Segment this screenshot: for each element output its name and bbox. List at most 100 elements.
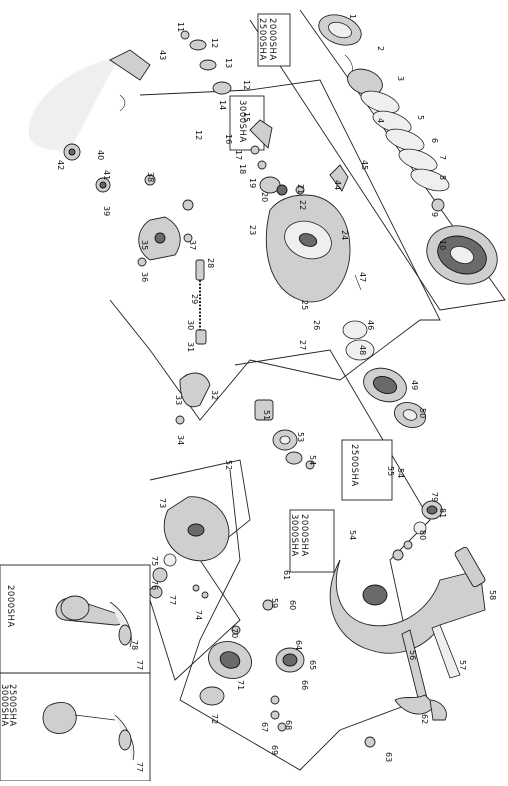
part-label-53: 53: [296, 432, 305, 442]
part-label-2: 2: [376, 46, 385, 51]
part-label-23: 23: [248, 225, 257, 235]
model-box-d-part: 54: [348, 530, 357, 540]
part-label-18: 18: [238, 164, 247, 174]
part-label-74: 74: [194, 610, 203, 620]
part-label-31: 31: [186, 342, 195, 352]
model-box-a-line2: 2500SHA: [257, 18, 267, 61]
model-box-c-part: 54: [396, 468, 405, 478]
model-box-c-line1: 2500SHA: [349, 444, 359, 487]
part-label-69: 69: [270, 745, 279, 755]
part-label-48: 48: [358, 345, 367, 355]
part-label-72: 72: [210, 714, 219, 724]
part-label-58: 58: [488, 590, 497, 600]
side-cover-parts: [149, 496, 230, 599]
top-small-parts: [180, 30, 232, 95]
model-box-d-line1: 2000SHA: [299, 514, 309, 557]
part-label-3: 3: [396, 76, 405, 81]
part-label-11: 11: [176, 22, 185, 32]
part-label-77: 77: [168, 595, 177, 605]
part-label-68: 68: [284, 720, 293, 730]
model-box-a-part: 12: [242, 80, 251, 90]
part-label-54: 54: [308, 455, 317, 465]
part-label-61: 61: [282, 570, 291, 580]
part-label-52: 52: [224, 460, 233, 470]
part-label-38: 38: [146, 172, 155, 182]
part-label-8: 8: [438, 175, 447, 180]
part-label-20: 20: [260, 192, 269, 202]
part-label-40: 40: [96, 150, 105, 160]
part-label-73: 73: [158, 498, 167, 508]
part-label-78: 78: [130, 640, 139, 650]
drag-parts: [342, 274, 427, 428]
part-label-33: 33: [174, 395, 183, 405]
part-label-25: 25: [300, 300, 309, 310]
part-label-46: 46: [366, 320, 375, 330]
part-label-55: 55: [386, 466, 395, 476]
model-box-c: [341, 439, 393, 501]
part-label-57: 57: [458, 660, 467, 670]
part-label-16: 16: [224, 134, 233, 144]
part-label-21: 21: [296, 184, 305, 194]
part-label-75: 75: [150, 556, 159, 566]
part-label-80: 80: [418, 530, 427, 540]
model-box-d-line2: 3000SHA: [289, 514, 299, 557]
part-label-63: 63: [384, 752, 393, 762]
part-label-62: 62: [420, 714, 429, 724]
model-box-b-line1: 3000SHA: [237, 100, 247, 143]
part-label-60: 60: [288, 600, 297, 610]
part-label-79: 79: [430, 492, 439, 502]
handle-panel-left-model: 2000SHA: [5, 585, 15, 628]
part-label-43: 43: [158, 50, 167, 60]
bail-assembly: [27, 49, 151, 193]
part-label-47: 47: [358, 272, 367, 282]
part-label-50: 50: [418, 408, 427, 418]
part-label-76: 76: [150, 580, 159, 590]
part-label-9: 9: [430, 212, 439, 217]
roller-parts: [175, 259, 211, 425]
part-label-28: 28: [206, 258, 215, 268]
bail-support-parts: [137, 174, 194, 267]
part-label-42: 42: [56, 160, 65, 170]
part-label-81: 81: [438, 508, 447, 518]
part-label-10: 10: [438, 240, 447, 250]
handle-panel-right-part: 77: [135, 762, 144, 772]
part-label-67: 67: [260, 722, 269, 732]
part-label-4: 4: [376, 118, 385, 123]
part-label-71: 71: [236, 680, 245, 690]
part-label-39: 39: [102, 206, 111, 216]
handle-panel-right-model-line2: 3000SHA: [0, 684, 9, 727]
part-label-49: 49: [410, 380, 419, 390]
part-label-30: 30: [186, 320, 195, 330]
model-box-d: [289, 509, 335, 573]
assembly-frame-body: [179, 349, 431, 771]
gear-parts: [199, 599, 305, 732]
model-box-a-line1: 2000SHA: [267, 18, 277, 61]
part-label-32: 32: [210, 390, 219, 400]
part-label-34: 34: [176, 435, 185, 445]
part-label-19: 19: [248, 178, 257, 188]
anti-reverse-parts: [392, 500, 443, 561]
part-label-41: 41: [102, 170, 111, 180]
model-box-b-part: 12: [194, 130, 203, 140]
part-label-27: 27: [298, 340, 307, 350]
spool-assembly: [318, 14, 498, 285]
part-label-26: 26: [312, 320, 321, 330]
part-label-66: 66: [300, 680, 309, 690]
part-label-15: 15: [242, 112, 251, 122]
part-label-5: 5: [416, 115, 425, 120]
part-label-7: 7: [438, 155, 447, 160]
part-label-59: 59: [270, 598, 279, 608]
part-label-37: 37: [188, 240, 197, 250]
part-label-24: 24: [340, 230, 349, 240]
part-label-56: 56: [408, 650, 417, 660]
part-label-65: 65: [308, 660, 317, 670]
handle-panels: [0, 564, 151, 782]
part-label-6: 6: [430, 138, 439, 143]
part-label-36: 36: [140, 272, 149, 282]
part-label-45: 45: [360, 160, 369, 170]
part-label-70: 70: [230, 628, 239, 638]
part-label-29: 29: [190, 294, 199, 304]
part-label-14: 14: [218, 100, 227, 110]
